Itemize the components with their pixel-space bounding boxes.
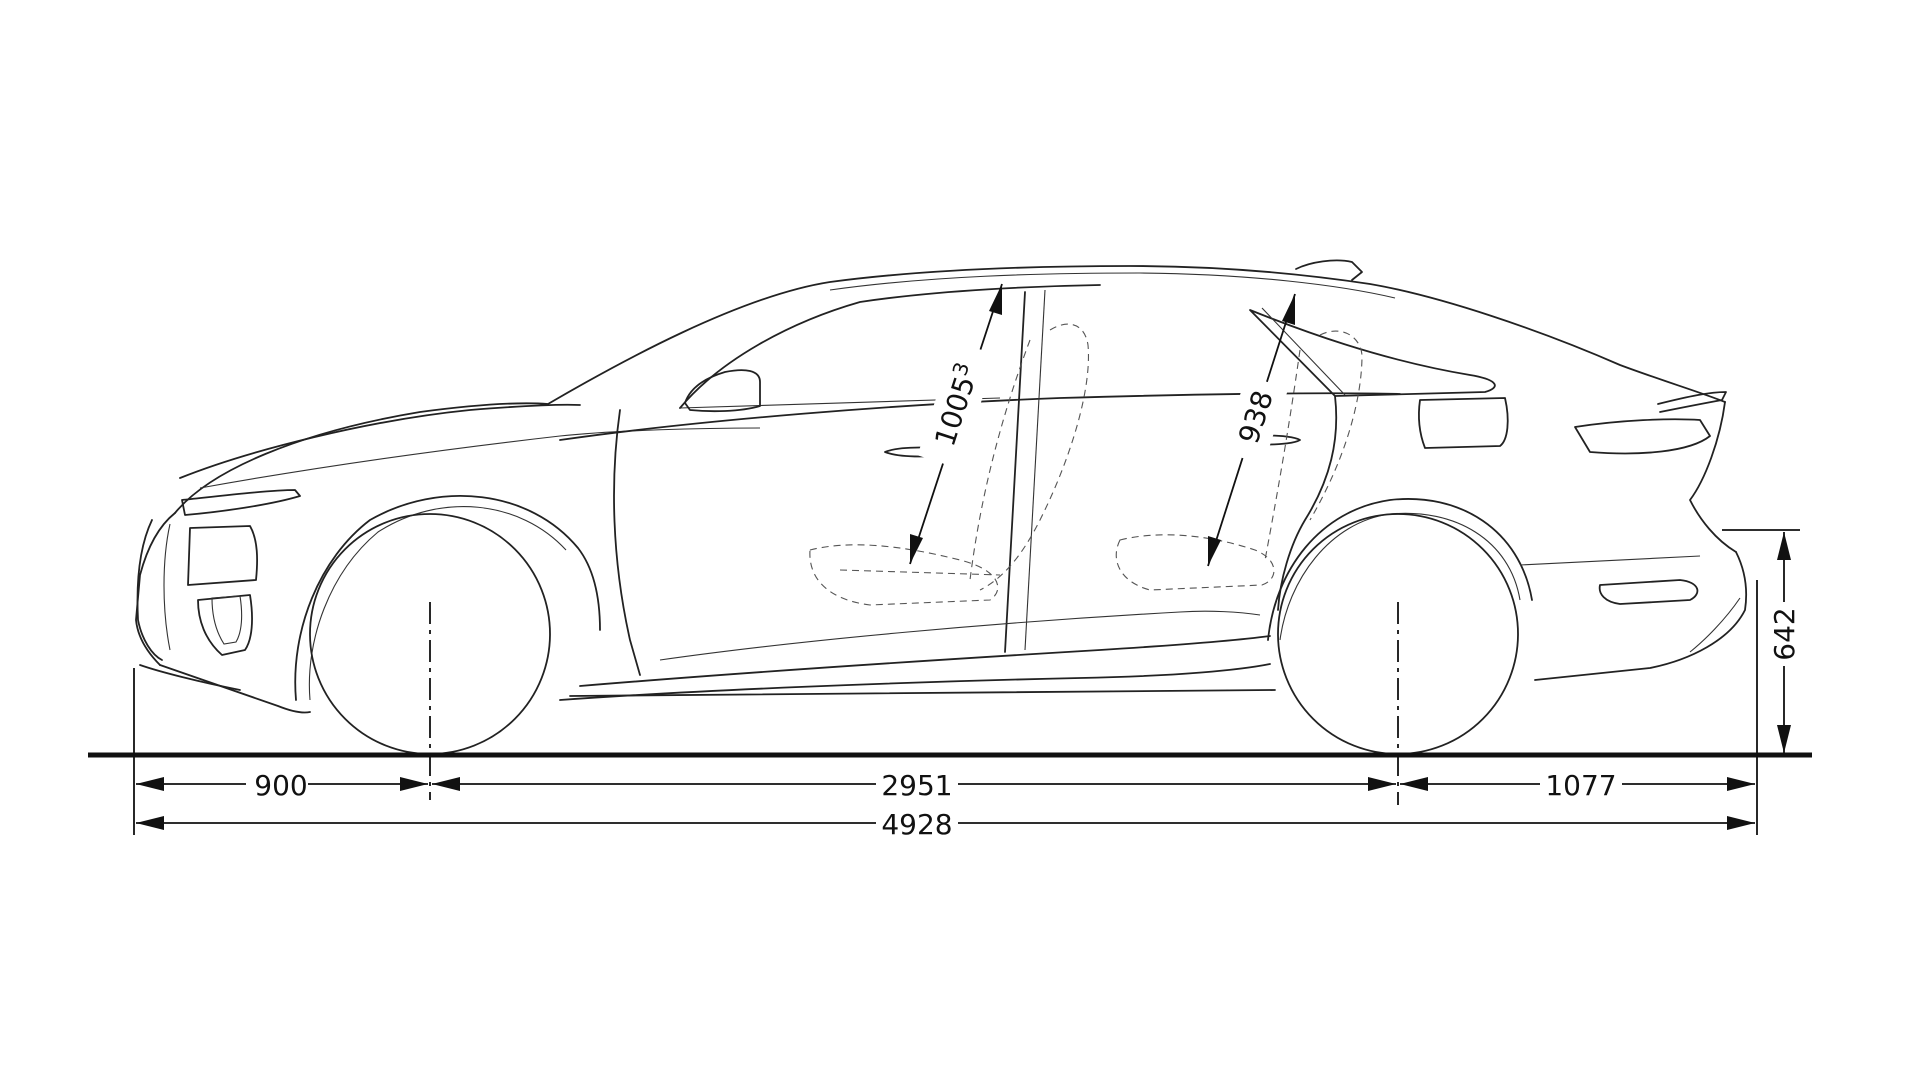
arrowhead: [400, 777, 428, 791]
rear-headroom-dimension: 938: [1207, 293, 1296, 567]
overall-length-dimension: 4928: [136, 805, 1755, 841]
front-overhang-label: 900: [254, 769, 307, 802]
rear-height-label: 642: [1768, 607, 1801, 660]
overall-length-label: 4928: [881, 808, 952, 841]
arrowhead: [1368, 777, 1396, 791]
seat-outlines: [809, 323, 1363, 606]
arrowhead: [910, 534, 923, 564]
arrowhead: [989, 284, 1002, 315]
arrowhead: [1727, 816, 1755, 830]
arrowhead: [1208, 536, 1221, 566]
arrowhead: [432, 777, 460, 791]
front-overhang-dimension: 900: [136, 766, 428, 802]
wheelbase-label: 2951: [881, 769, 952, 802]
arrowhead: [1282, 294, 1295, 325]
rear-headroom-label: 938: [1232, 387, 1280, 448]
arrowhead: [1400, 777, 1428, 791]
rear-height-dimension: 642: [1768, 532, 1801, 753]
wheelbase-dimension: 2951: [432, 766, 1396, 802]
arrowhead: [1777, 532, 1791, 560]
arrowhead: [1727, 777, 1755, 791]
arrowhead: [136, 816, 164, 830]
car-body-outline: [135, 259, 1748, 714]
front-headroom-dimension: 10053: [909, 283, 1003, 565]
rear-overhang-label: 1077: [1545, 769, 1616, 802]
arrowhead: [1777, 725, 1791, 753]
rear-overhang-dimension: 1077: [1400, 766, 1755, 802]
arrowhead: [136, 777, 164, 791]
